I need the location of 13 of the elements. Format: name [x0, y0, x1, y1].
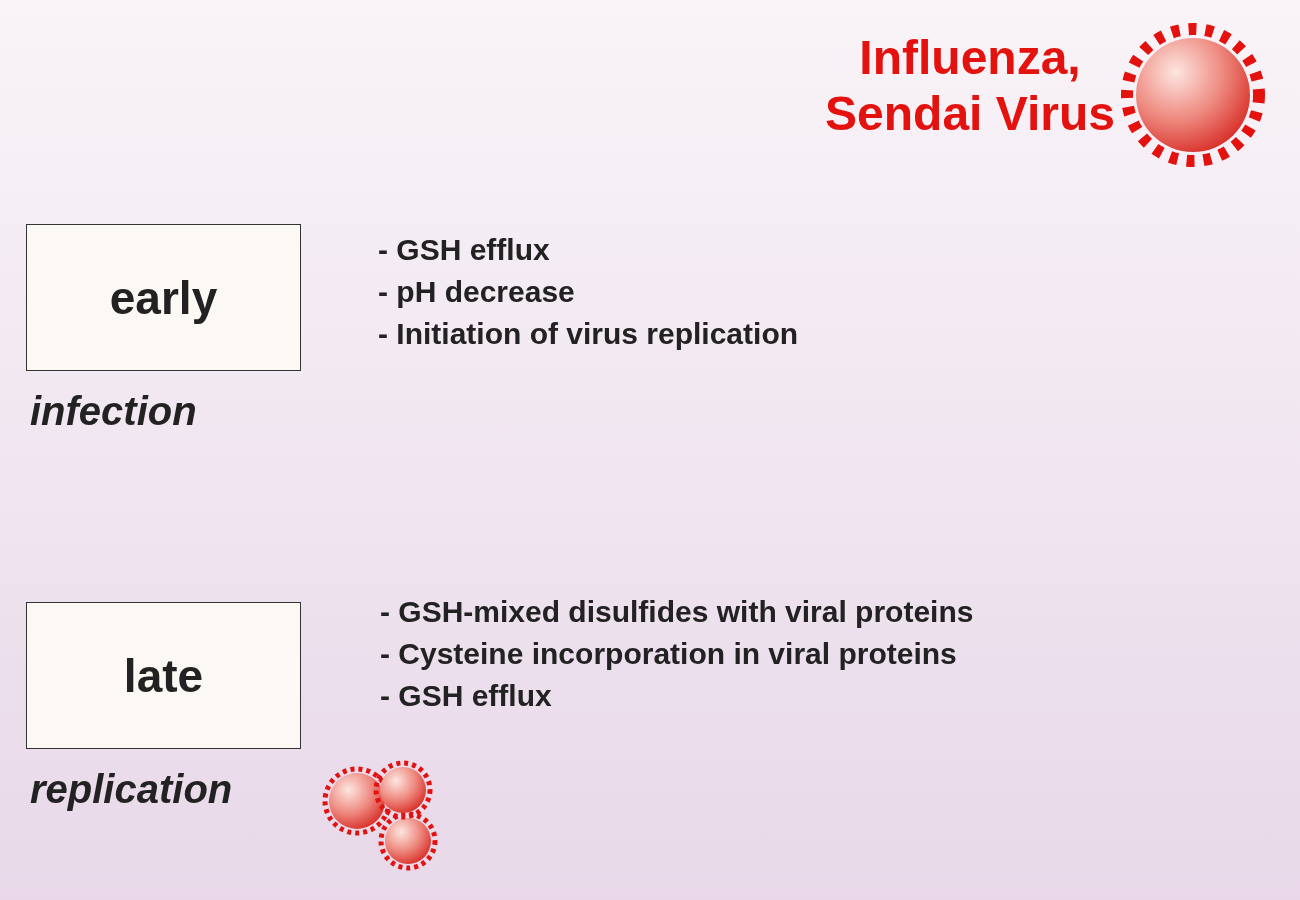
bullet-text: - GSH efflux: [380, 678, 552, 714]
stage-box: [26, 602, 301, 749]
title: Influenza, Sendai Virus: [824, 30, 1116, 142]
bullet-text: - GSH-mixed disulfides with viral proteins: [380, 594, 974, 630]
bullet-text: - pH decrease: [378, 274, 575, 310]
bullet-text: - GSH efflux: [378, 232, 550, 268]
bullet-text: - Initiation of virus replication: [378, 316, 799, 352]
stage-caption: infection: [30, 389, 197, 434]
stage-label: early: [109, 270, 218, 325]
stage-label: late: [123, 648, 204, 703]
stage-box: [26, 224, 301, 371]
stage-caption: replication: [30, 767, 233, 812]
bullet-text: - Cysteine incorporation in viral proteins: [380, 636, 957, 672]
